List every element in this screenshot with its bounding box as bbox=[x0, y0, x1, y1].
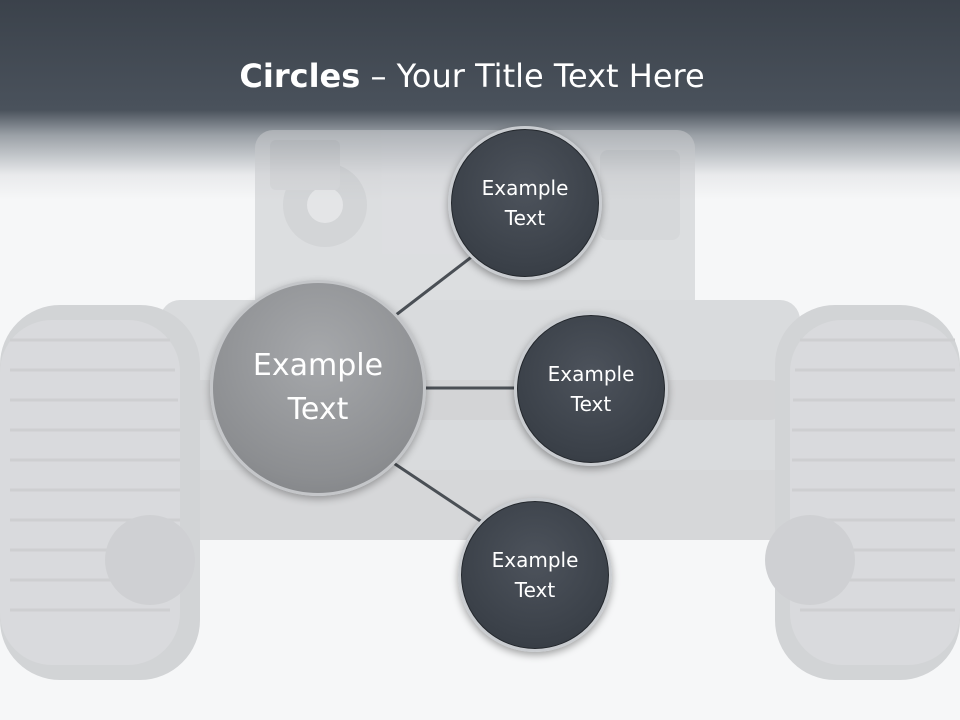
satellite-circle-label: Example Text bbox=[481, 176, 569, 230]
connector-line-bottom bbox=[391, 460, 483, 524]
connector-line-top bbox=[391, 250, 479, 320]
satellite-circle-label: Example Text bbox=[491, 548, 579, 602]
title-bold: Circles bbox=[239, 57, 361, 95]
title-rest: – Your Title Text Here bbox=[360, 57, 705, 95]
center-circle-label: Example Text bbox=[252, 348, 384, 427]
slide-title: Circles – Your Title Text Here bbox=[0, 56, 944, 96]
center-circle[interactable]: Example Text bbox=[210, 280, 426, 496]
satellite-circle-top[interactable]: Example Text bbox=[448, 126, 602, 280]
satellite-circle-bottom[interactable]: Example Text bbox=[458, 498, 612, 652]
satellite-circle-label: Example Text bbox=[547, 362, 635, 416]
satellite-circle-middle[interactable]: Example Text bbox=[514, 312, 668, 466]
